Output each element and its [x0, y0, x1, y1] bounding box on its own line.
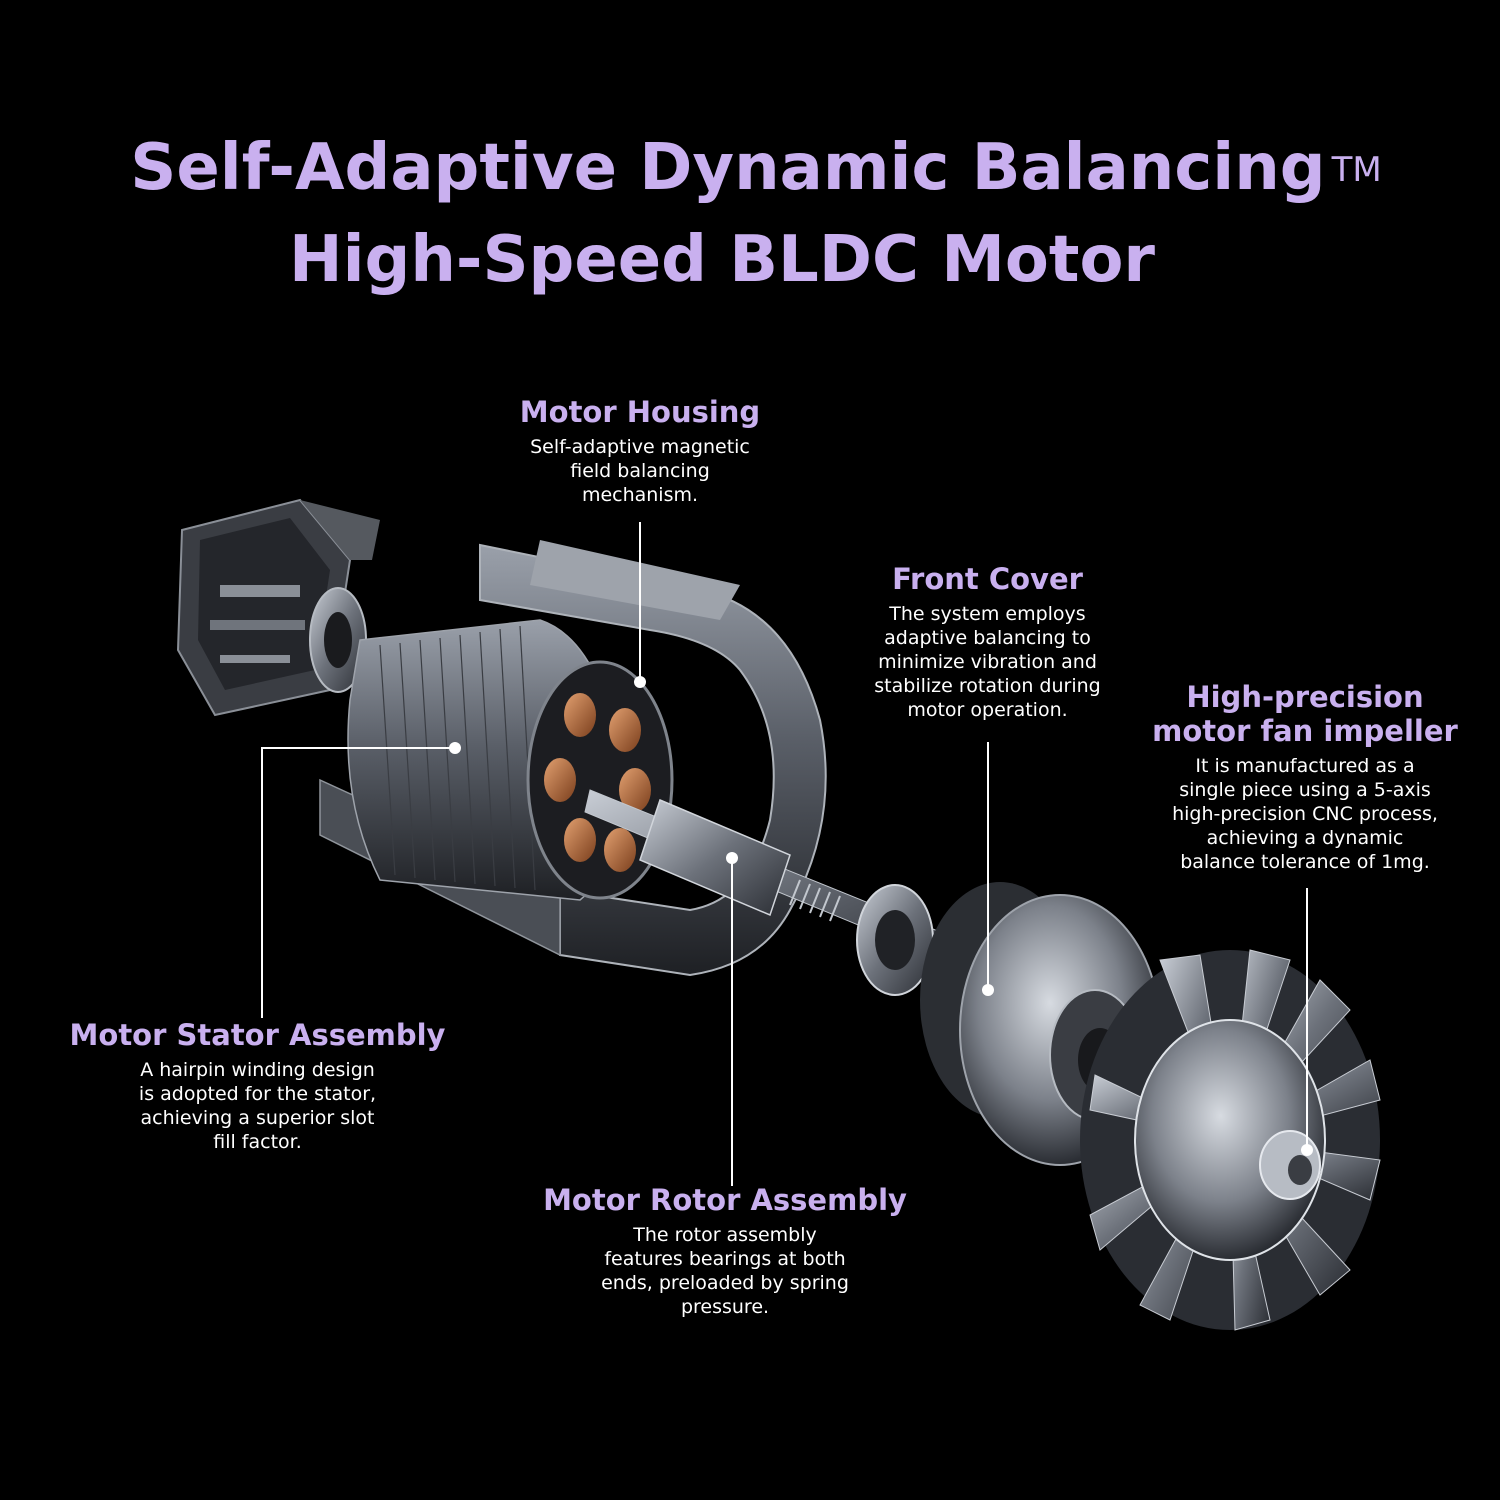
desc-line: minimize vibration and [878, 651, 1097, 673]
desc-line: is adopted for the stator, [138, 1083, 377, 1105]
stator-core [347, 619, 674, 901]
callout-description: The system employs adaptive balancing to… [845, 602, 1130, 722]
desc-line: A hairpin winding design [140, 1059, 375, 1081]
leader-dot-housing [634, 676, 646, 688]
callout-front-cover: Front Cover The system employs adaptive … [845, 562, 1130, 722]
callout-motor-housing: Motor Housing Self-adaptive magnetic fie… [490, 395, 790, 507]
trademark-mark: TM [1331, 150, 1382, 190]
callout-heading: Front Cover [892, 562, 1083, 596]
callout-description: A hairpin winding design is adopted for … [60, 1058, 455, 1154]
desc-line: mechanism. [581, 484, 699, 506]
callout-description: It is manufactured as a single piece usi… [1140, 754, 1470, 874]
desc-line: stabilize rotation during [874, 675, 1101, 697]
leader-stator [261, 747, 455, 1018]
desc-line: field balancing [570, 460, 710, 482]
leader-dot-rotor [726, 852, 738, 864]
desc-line: single piece using a 5-axis [1179, 779, 1431, 801]
callout-stator-assembly: Motor Stator Assembly A hairpin winding … [60, 1018, 455, 1154]
callout-rotor-assembly: Motor Rotor Assembly The rotor assembly … [530, 1183, 920, 1319]
callout-heading: Motor Housing [519, 395, 761, 429]
title-text-1: Self-Adaptive Dynamic Balancing [130, 131, 1326, 205]
front-bearing [856, 884, 934, 996]
callout-fan-impeller: High-precision motor fan impeller It is … [1140, 680, 1470, 874]
desc-line: features bearings at both [604, 1248, 846, 1270]
leader-dot-front-cover [982, 984, 994, 996]
callout-heading: Motor Stator Assembly [69, 1018, 446, 1052]
page-title-line-2: High-Speed BLDC Motor [289, 223, 1155, 297]
desc-line: adaptive balancing to [884, 627, 1091, 649]
fan-impeller [1080, 949, 1381, 1331]
desc-line: achieving a dynamic [1206, 827, 1404, 849]
callout-description: The rotor assembly features bearings at … [530, 1223, 920, 1319]
leader-dot-stator [449, 742, 461, 754]
leader-dot-impeller [1301, 1144, 1313, 1156]
desc-line: balance tolerance of 1mg. [1180, 851, 1430, 873]
desc-line: It is manufactured as a [1195, 755, 1415, 777]
callout-description: Self-adaptive magnetic field balancing m… [490, 435, 790, 507]
desc-line: motor operation. [907, 699, 1068, 721]
desc-line: high-precision CNC process, [1172, 803, 1438, 825]
callout-heading: High-precision motor fan impeller [1140, 680, 1470, 748]
desc-line: The rotor assembly [633, 1224, 817, 1246]
heading-line: motor fan impeller [1152, 714, 1458, 748]
callout-heading: Motor Rotor Assembly [543, 1183, 907, 1217]
desc-line: ends, preloaded by spring [601, 1272, 849, 1294]
electronics-block [176, 498, 380, 717]
desc-line: The system employs [889, 603, 1086, 625]
desc-line: fill factor. [213, 1131, 302, 1153]
desc-line: pressure. [680, 1296, 770, 1318]
desc-line: Self-adaptive magnetic [530, 436, 750, 458]
heading-line: High-precision [1186, 680, 1424, 714]
desc-line: achieving a superior slot [140, 1107, 375, 1129]
